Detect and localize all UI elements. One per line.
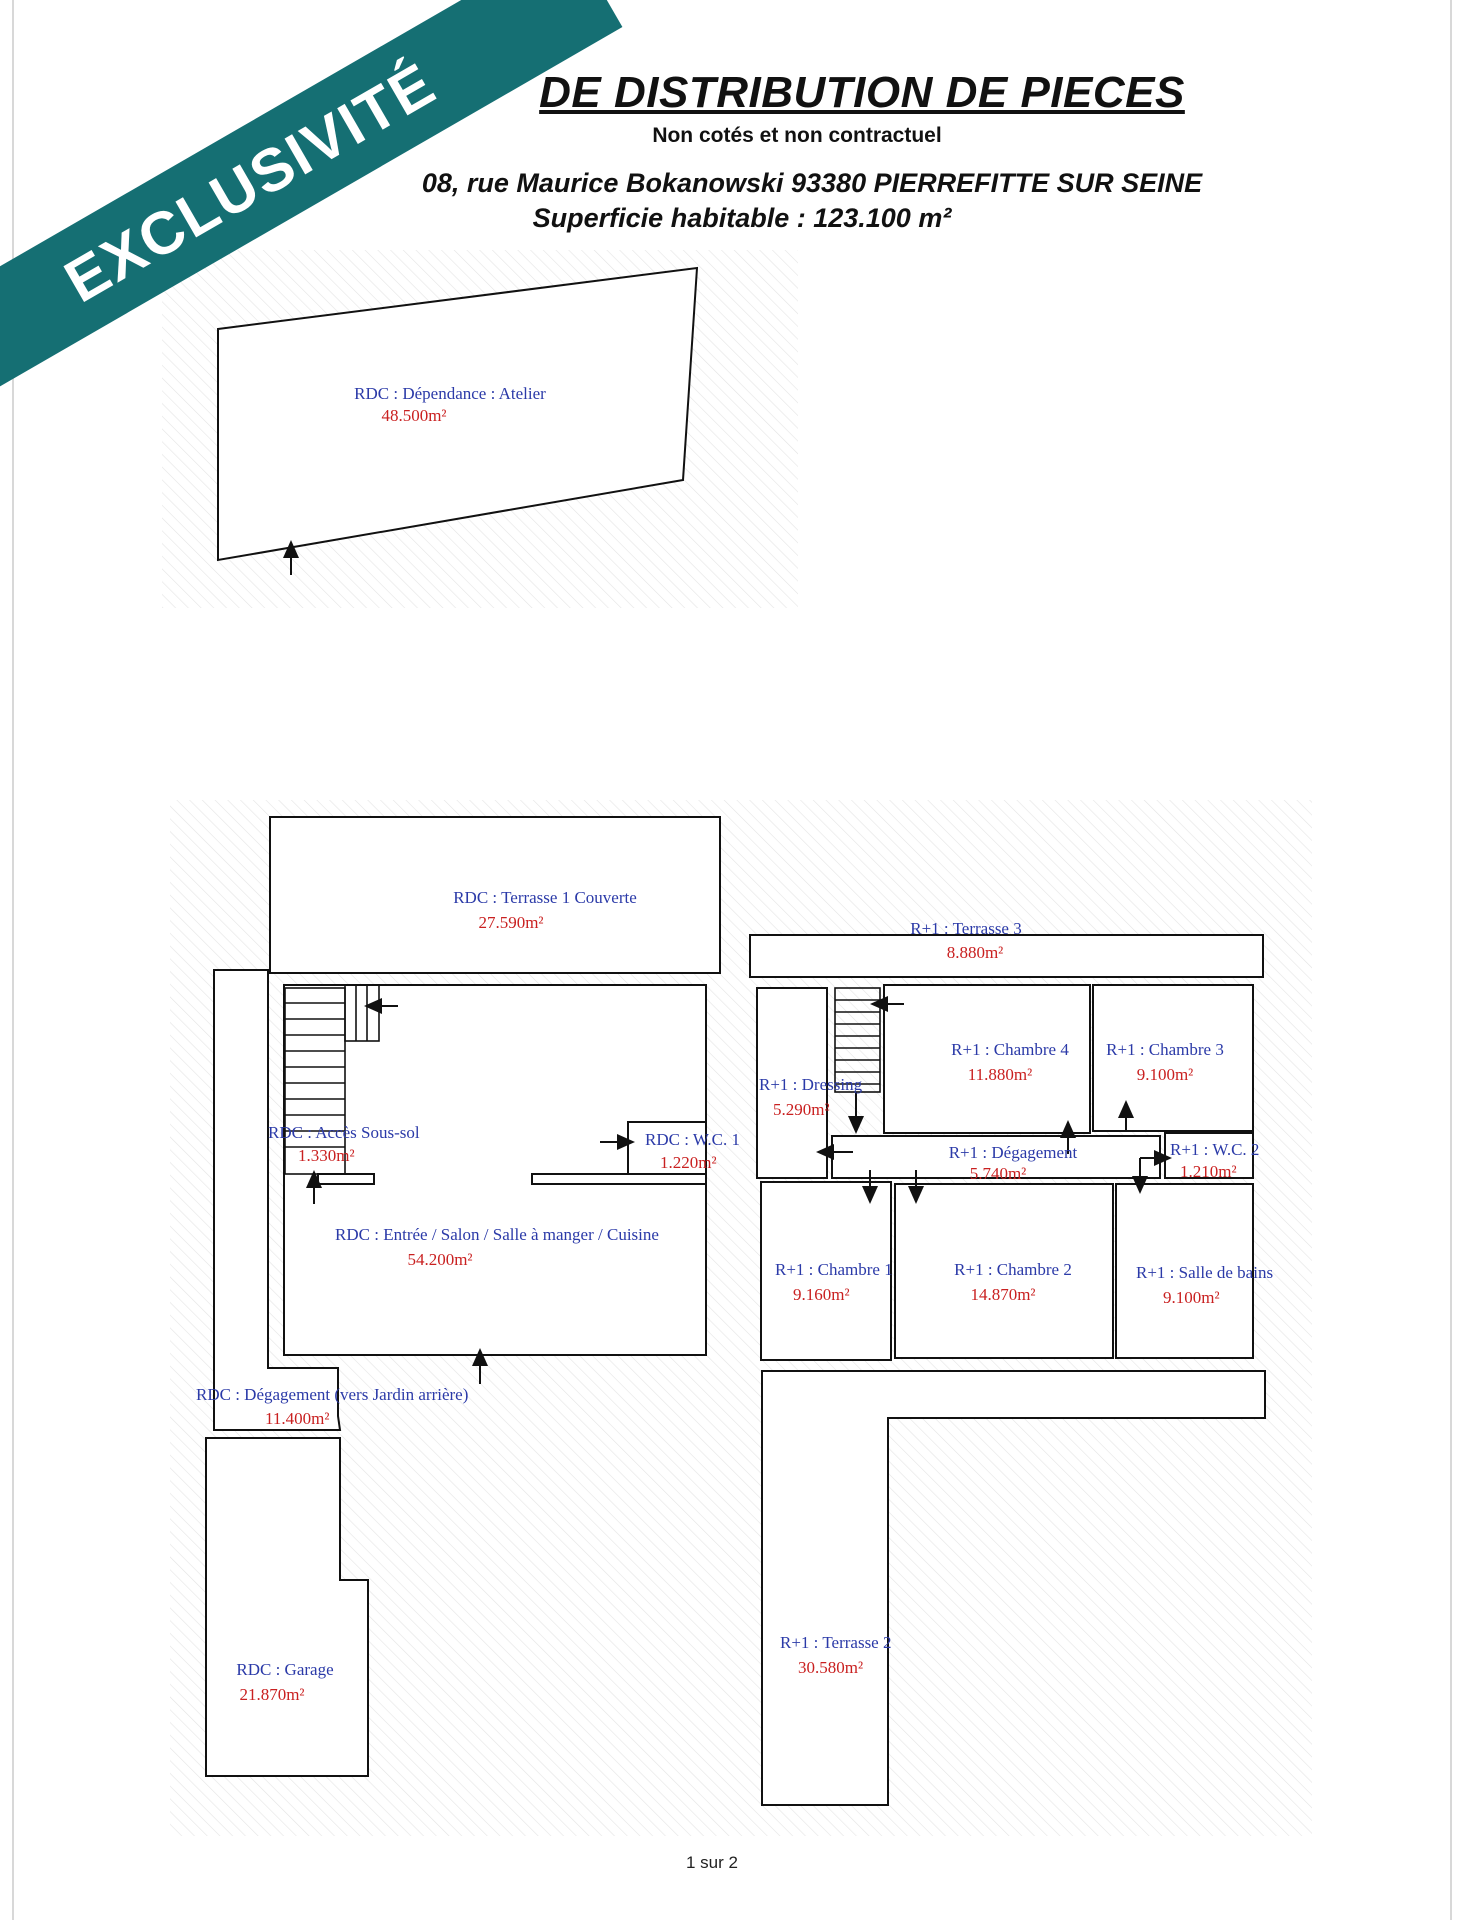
label-wc-1: RDC : W.C. 1 [645, 1130, 740, 1149]
room-dressing [756, 987, 828, 1179]
label-atelier: RDC : Dépendance : Atelier [354, 384, 546, 403]
room-terrasse-3 [749, 934, 1264, 978]
label-chambre-1: R+1 : Chambre 1 [775, 1260, 893, 1279]
room-chambre-4 [883, 984, 1091, 1134]
area-chambre-2: 14.870m² [970, 1285, 1035, 1304]
label-acces-sous-sol: RDC : Accès Sous-sol [268, 1123, 420, 1142]
area-chambre-1: 9.160m² [793, 1285, 850, 1304]
label-salle-de-bains: R+1 : Salle de bains [1136, 1263, 1273, 1282]
area-atelier: 48.500m² [381, 406, 446, 425]
page-right-edge [1450, 0, 1452, 1920]
room-salle-de-bains [1115, 1183, 1254, 1359]
area-wc-1: 1.220m² [660, 1153, 717, 1172]
page-subtitle: Non cotés et non contractuel [652, 124, 942, 147]
label-salon: RDC : Entrée / Salon / Salle à manger / … [335, 1225, 659, 1244]
area-dressing: 5.290m² [773, 1100, 830, 1119]
label-terrasse-3: R+1 : Terrasse 3 [910, 919, 1021, 938]
area-terrasse-2: 30.580m² [798, 1658, 863, 1677]
area-terrasse-1: 27.590m² [478, 913, 543, 932]
label-terrasse-1: RDC : Terrasse 1 Couverte [453, 888, 637, 907]
room-terrasse-1 [269, 816, 721, 974]
area-salon: 54.200m² [407, 1250, 472, 1269]
area-terrasse-3: 8.880m² [947, 943, 1004, 962]
area-degagement-r1: 5.740m² [970, 1164, 1027, 1183]
room-degagement-rdc [213, 969, 342, 1431]
label-degagement-rdc: RDC : Dégagement (vers Jardin arrière) [196, 1385, 468, 1404]
label-terrasse-2: R+1 : Terrasse 2 [780, 1633, 891, 1652]
label-chambre-2: R+1 : Chambre 2 [954, 1260, 1072, 1279]
label-wc-2: R+1 : W.C. 2 [1170, 1140, 1259, 1159]
property-address: 08, rue Maurice Bokanowski 93380 PIERREF… [421, 168, 1203, 198]
room-garage [205, 1437, 369, 1777]
page-title: DE DISTRIBUTION DE PIECES [539, 68, 1185, 117]
label-garage: RDC : Garage [236, 1660, 333, 1679]
page-left-edge [12, 0, 14, 1920]
wall-segment-salon [531, 1173, 707, 1185]
area-degagement-rdc: 11.400m² [265, 1409, 329, 1428]
door-arrows [283, 540, 1172, 1384]
area-acces-sous-sol: 1.330m² [298, 1146, 355, 1165]
label-dressing: R+1 : Dressing [759, 1075, 863, 1094]
label-chambre-3: R+1 : Chambre 3 [1106, 1040, 1224, 1059]
page-number: 1 sur 2 [686, 1853, 738, 1872]
room-atelier [217, 266, 699, 562]
living-surface: Superficie habitable : 123.100 m² [532, 203, 952, 233]
area-garage: 21.870m² [239, 1685, 304, 1704]
room-chambre-1 [760, 1181, 892, 1361]
label-degagement-r1: R+1 : Dégagement [949, 1143, 1078, 1162]
staircase-r1 [834, 987, 881, 1093]
room-wc-2 [1164, 1132, 1254, 1179]
room-chambre-2 [894, 1183, 1114, 1359]
wall-segment-acces [317, 1173, 375, 1185]
area-chambre-3: 9.100m² [1137, 1065, 1194, 1084]
area-salle-de-bains: 9.100m² [1163, 1288, 1220, 1307]
area-wc-2: 1.210m² [1180, 1162, 1237, 1181]
label-chambre-4: R+1 : Chambre 4 [951, 1040, 1069, 1059]
area-chambre-4: 11.880m² [968, 1065, 1032, 1084]
room-terrasse-2 [761, 1370, 1266, 1806]
